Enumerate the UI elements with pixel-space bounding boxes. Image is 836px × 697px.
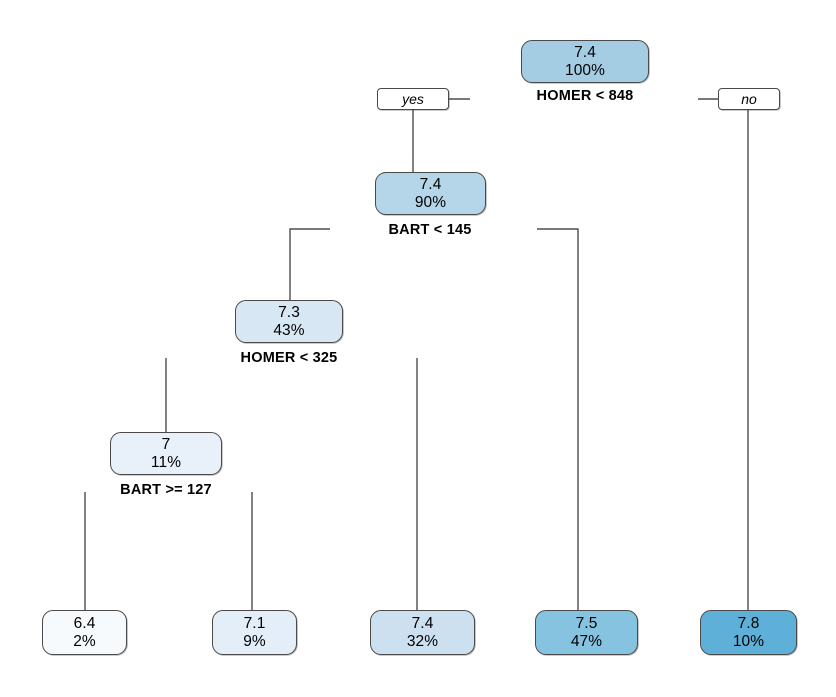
split-label-root: HOMER < 848 — [536, 88, 634, 104]
tree-node-bart-127[interactable]: 7 11% — [110, 432, 222, 475]
tree-leaf-7-5[interactable]: 7.5 47% — [535, 610, 638, 655]
tree-leaf-7-8[interactable]: 7.8 10% — [700, 610, 797, 655]
node-percent: 32% — [406, 632, 439, 650]
node-percent: 2% — [73, 632, 96, 650]
node-value: 7.4 — [574, 44, 596, 62]
branch-label-yes-text: yes — [402, 91, 424, 107]
branch-label-yes: yes — [377, 88, 449, 110]
tree-leaf-7-4[interactable]: 7.4 32% — [370, 610, 475, 655]
node-percent: 43% — [273, 321, 305, 339]
branch-label-no: no — [718, 88, 780, 110]
node-value: 7.4 — [411, 615, 434, 633]
edge-bart145-right — [537, 228, 579, 610]
node-value: 7.8 — [737, 615, 760, 633]
edge-bart145-left — [289, 228, 330, 300]
split-label-bart-145: BART < 145 — [388, 222, 472, 238]
tree-node-root[interactable]: 7.4 100% — [521, 40, 649, 83]
node-value: 7.1 — [243, 615, 266, 633]
tree-leaf-7-1[interactable]: 7.1 9% — [212, 610, 297, 655]
node-percent: 100% — [564, 61, 606, 79]
tree-node-homer-325[interactable]: 7.3 43% — [235, 300, 343, 343]
node-value: 7.3 — [278, 304, 300, 322]
node-percent: 90% — [414, 193, 447, 211]
node-value: 7.4 — [419, 176, 442, 194]
split-label-homer-325: HOMER < 325 — [240, 350, 338, 366]
tree-leaf-6-4[interactable]: 6.4 2% — [42, 610, 127, 655]
node-percent: 47% — [570, 632, 603, 650]
node-value: 6.4 — [73, 615, 96, 633]
split-label-bart-127: BART >= 127 — [120, 482, 212, 498]
tree-node-bart-145[interactable]: 7.4 90% — [375, 172, 486, 215]
node-percent: 10% — [732, 632, 765, 650]
node-value: 7 — [161, 436, 171, 454]
node-value: 7.5 — [575, 615, 598, 633]
branch-label-no-text: no — [741, 91, 757, 107]
node-percent: 11% — [150, 453, 182, 471]
node-percent: 9% — [243, 632, 266, 650]
